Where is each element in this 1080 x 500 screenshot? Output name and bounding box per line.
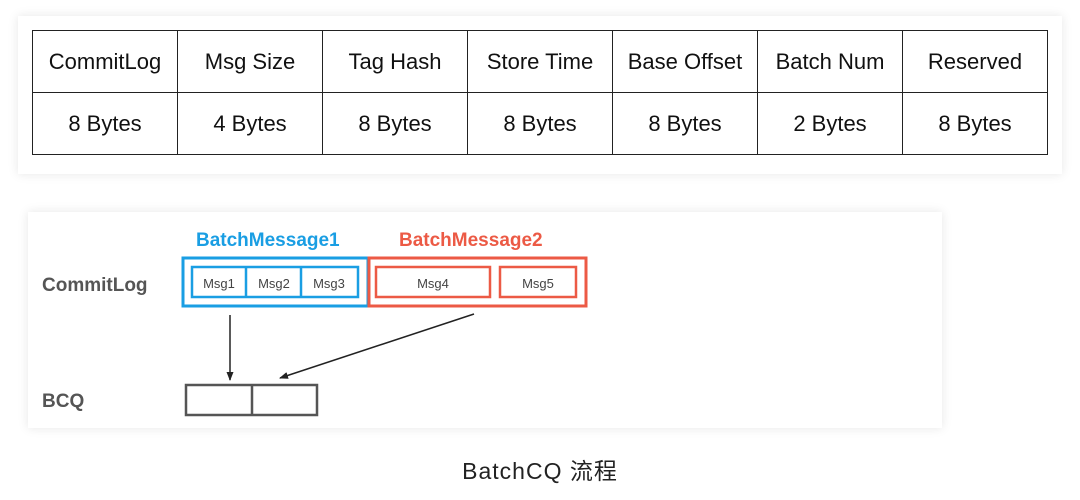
msg5-box (498, 265, 578, 299)
cq-unit-structure-card: CommitLog Msg Size Tag Hash Store Time B… (18, 16, 1062, 174)
field-tag-hash-size: 8 Bytes (322, 92, 468, 155)
field-tag-hash-header: Tag Hash (322, 30, 468, 93)
field-store-time-header: Store Time (467, 30, 613, 93)
batch-message-1-label: BatchMessage1 (196, 230, 340, 251)
batch-message-2-outer-box (367, 256, 588, 308)
field-commitlog-header: CommitLog (32, 30, 178, 93)
batchcq-diagram: CommitLog BCQ BatchMessage1 BatchMessage… (42, 230, 588, 417)
figure-caption: BatchCQ 流程 (462, 458, 618, 484)
field-reserved-size: 8 Bytes (902, 92, 1048, 155)
msg5-label: Msg5 (522, 276, 554, 291)
batch-message-1-inner-box (190, 265, 360, 299)
msg3-label: Msg3 (313, 276, 345, 291)
field-msg-size-header: Msg Size (177, 30, 323, 93)
msg4-label: Msg4 (417, 276, 449, 291)
field-base-offset-size: 8 Bytes (612, 92, 758, 155)
cq-unit-structure-table: CommitLog Msg Size Tag Hash Store Time B… (32, 30, 1048, 155)
msg4-box (374, 265, 492, 299)
field-batch-num-header: Batch Num (757, 30, 903, 93)
field-batch-num-size: 2 Bytes (757, 92, 903, 155)
bcq-row-label: BCQ (42, 391, 84, 412)
field-commitlog-size: 8 Bytes (32, 92, 178, 155)
field-name-row: CommitLog Msg Size Tag Hash Store Time B… (32, 30, 1048, 93)
field-store-time-size: 8 Bytes (467, 92, 613, 155)
field-base-offset-header: Base Offset (612, 30, 758, 93)
field-msg-size-size: 4 Bytes (177, 92, 323, 155)
batch2-to-bcq-arrow (279, 313, 475, 379)
field-reserved-header: Reserved (902, 30, 1048, 93)
commitlog-row-label: CommitLog (42, 275, 148, 296)
field-size-row: 8 Bytes 4 Bytes 8 Bytes 8 Bytes 8 Bytes … (32, 92, 1048, 155)
msg2-label: Msg2 (258, 276, 290, 291)
batchcq-diagram-card: CommitLog BCQ BatchMessage1 BatchMessage… (28, 212, 942, 428)
msg1-label: Msg1 (203, 276, 235, 291)
batch-message-2-label: BatchMessage2 (399, 230, 543, 251)
